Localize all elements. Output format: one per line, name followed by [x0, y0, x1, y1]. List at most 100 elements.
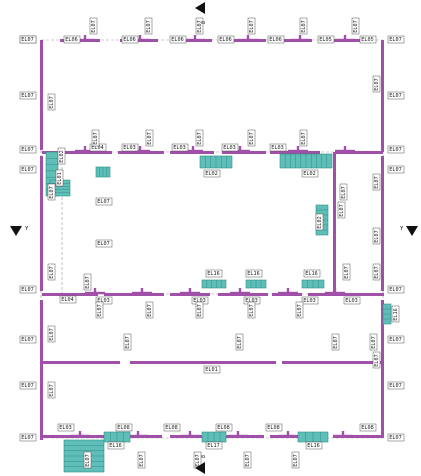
label-box — [303, 269, 321, 278]
label-text: EL03 — [345, 298, 358, 304]
label-box — [235, 333, 244, 351]
wall-segment — [343, 35, 347, 41]
label-box — [205, 269, 223, 278]
label-box — [387, 285, 405, 294]
label-box — [203, 365, 221, 374]
wall-segment — [188, 431, 192, 437]
label-box — [47, 381, 56, 399]
label-text: EL03 — [193, 298, 206, 304]
label-text: EL07 — [21, 37, 34, 43]
element-label: EL07 — [19, 433, 37, 442]
label-box — [115, 423, 133, 432]
label-text: EL07 — [245, 454, 251, 467]
label-text: EL07 — [389, 167, 402, 173]
label-box — [247, 129, 256, 147]
label-text: EL07 — [147, 132, 153, 145]
element-label: EL07 — [387, 433, 405, 442]
label-text: EL07 — [237, 336, 243, 349]
element-label: EL08 — [115, 423, 133, 432]
label-box — [267, 35, 285, 44]
label-text: EL07 — [93, 132, 99, 145]
wall-segment — [188, 288, 192, 294]
label-text: EL07 — [97, 241, 110, 247]
label-box — [331, 333, 340, 351]
element-label: EL07 — [83, 273, 92, 291]
element-label: EL07 — [137, 451, 146, 469]
label-box — [372, 263, 381, 281]
label-text: EL07 — [197, 132, 203, 145]
wall-segment — [222, 151, 266, 154]
wall-segment — [282, 361, 382, 364]
label-text: EL03 — [173, 145, 186, 151]
element-label: EL07 — [387, 91, 405, 100]
label-box — [387, 335, 405, 344]
label-box — [299, 129, 308, 147]
label-text: EL07 — [139, 454, 145, 467]
label-text: EL07 — [374, 230, 380, 243]
wall-segment — [238, 288, 242, 294]
label-text: EL07 — [374, 354, 380, 367]
label-text: EL07 — [249, 304, 255, 317]
element-label: EL07 — [387, 285, 405, 294]
label-text: EL03 — [59, 425, 72, 431]
wall-segment — [42, 151, 112, 154]
label-text: EL07 — [21, 383, 34, 389]
label-text: EL16 — [393, 308, 399, 321]
element-label: EL07 — [19, 381, 37, 390]
wall-segment — [286, 431, 290, 437]
label-box — [372, 351, 381, 369]
element-label: EL07 — [19, 335, 37, 344]
label-box — [269, 143, 287, 152]
element-label: EL07 — [372, 75, 381, 93]
element-label: EL07 — [342, 263, 351, 281]
label-text: EL02 — [205, 171, 218, 177]
label-text: EL17 — [207, 443, 220, 449]
label-box — [59, 295, 77, 304]
label-box — [295, 301, 304, 319]
element-label: EL07 — [387, 35, 405, 44]
label-text: EL07 — [197, 20, 203, 33]
section-marker-top-text: 8 — [201, 21, 207, 24]
wall-segment — [118, 151, 164, 154]
label-text: EL07 — [197, 304, 203, 317]
wall-segment — [335, 151, 383, 154]
element-label: EL16 — [245, 269, 263, 278]
label-text: EL07 — [49, 384, 55, 397]
label-text: EL08 — [217, 425, 230, 431]
label-box — [315, 213, 324, 231]
wall-segment — [333, 288, 337, 294]
label-box — [205, 441, 223, 450]
label-text: EL07 — [389, 337, 402, 343]
label-text: EL07 — [301, 20, 307, 33]
label-box — [121, 35, 139, 44]
label-box — [217, 35, 235, 44]
element-label: EL17 — [205, 441, 223, 450]
label-text: EL05 — [361, 37, 374, 43]
element-label: EL16 — [303, 269, 321, 278]
label-text: EL07 — [341, 186, 347, 199]
element-label: EL03 — [121, 143, 139, 152]
label-box — [387, 165, 405, 174]
label-text: EL08 — [165, 425, 178, 431]
wall-segment — [341, 431, 345, 437]
label-box — [95, 197, 113, 206]
label-text: EL03 — [223, 145, 236, 151]
element-label: EL07 — [95, 197, 113, 206]
label-box — [163, 423, 181, 432]
element-label: EL06 — [267, 35, 285, 44]
label-box — [47, 325, 56, 343]
label-text: EL07 — [374, 266, 380, 279]
label-text: EL16 — [247, 271, 259, 277]
wall-segment — [236, 431, 240, 437]
wall-segment — [246, 35, 250, 41]
label-box — [95, 301, 104, 319]
side-arrow-left-icon — [10, 226, 22, 236]
label-box — [19, 335, 37, 344]
label-text: EL16 — [307, 443, 320, 449]
wall-segment — [138, 35, 142, 41]
label-box — [63, 35, 81, 44]
label-box — [91, 129, 100, 147]
label-text: EL03 — [245, 298, 257, 304]
label-box — [372, 173, 381, 191]
wall-segment — [193, 35, 197, 41]
